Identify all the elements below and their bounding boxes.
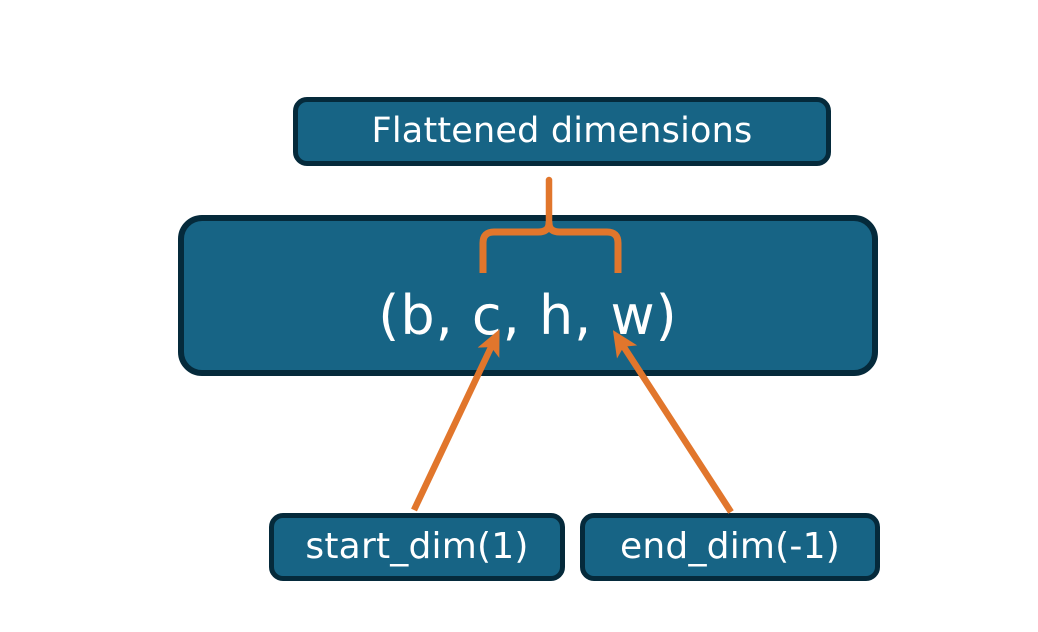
shape-tuple-box[interactable]: (b, c, h, w) <box>178 215 878 376</box>
start-dim-label: start_dim(1) <box>305 526 529 567</box>
shape-tuple-label: (b, c, h, w) <box>378 283 678 347</box>
flattened-dimensions-label: Flattened dimensions <box>371 111 753 151</box>
end-dim-label: end_dim(-1) <box>620 526 840 567</box>
start-dim-box[interactable]: start_dim(1) <box>269 513 565 581</box>
flattened-dimensions-box[interactable]: Flattened dimensions <box>293 97 831 166</box>
end-dim-box[interactable]: end_dim(-1) <box>580 513 880 581</box>
